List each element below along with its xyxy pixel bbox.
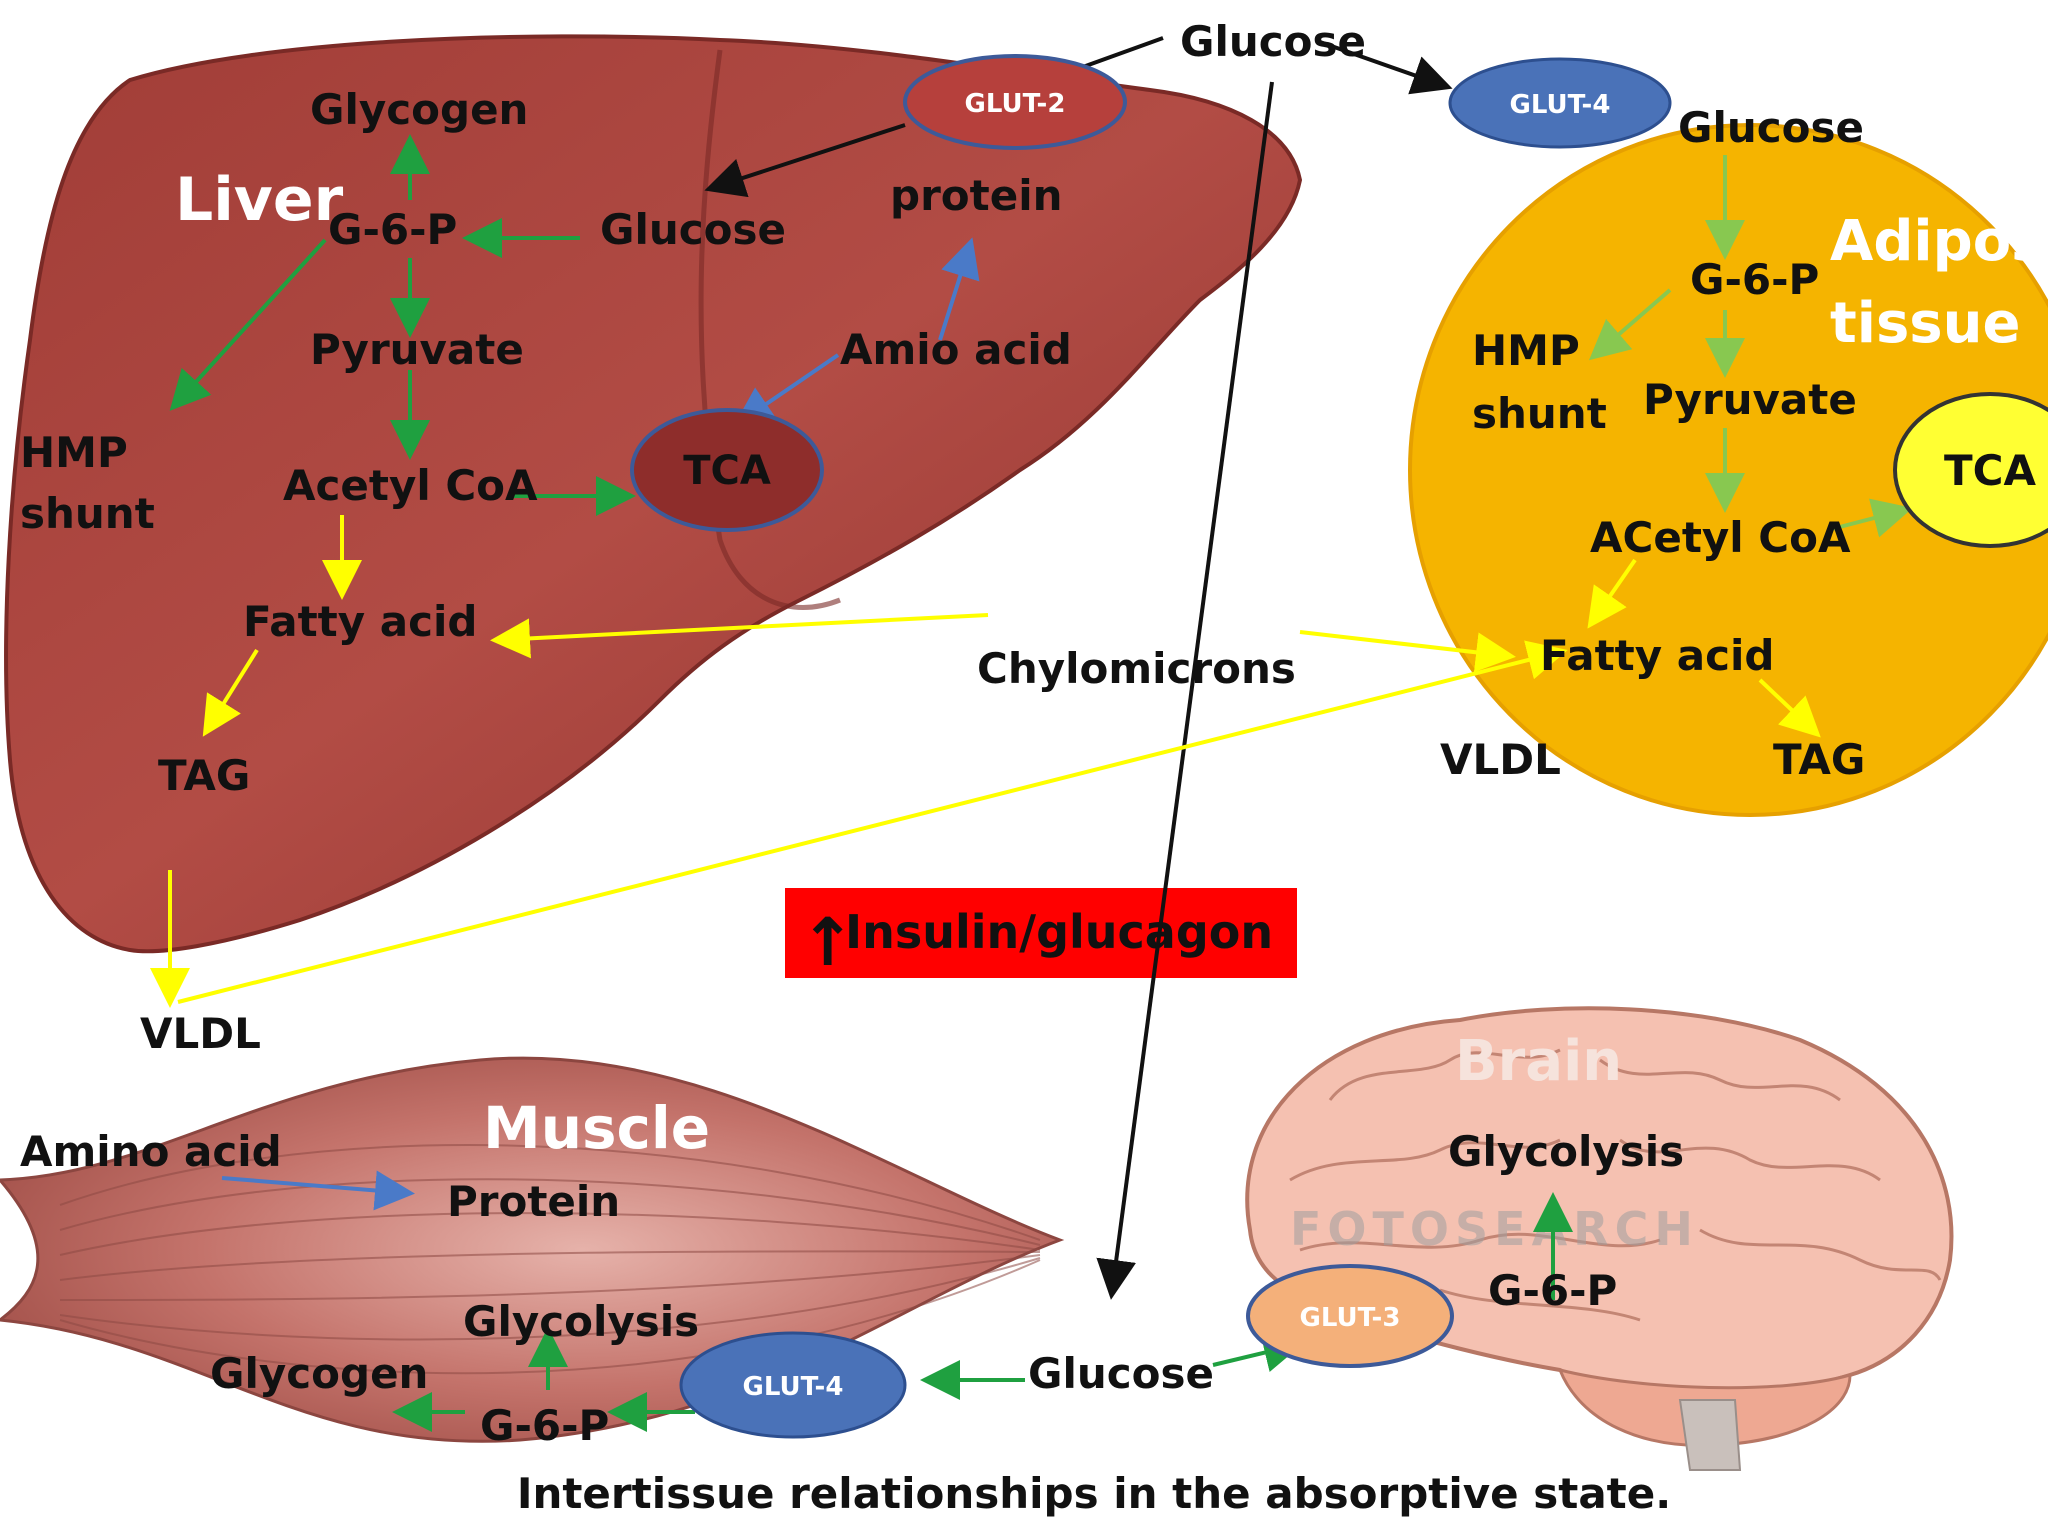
liver-title: Liver (175, 165, 344, 235)
liver-tca-cycle: TCA (630, 408, 824, 532)
adipose-tag: TAG (1773, 735, 1865, 784)
glut-3-transporter: GLUT-3 (1246, 1264, 1454, 1368)
muscle-amino-acid: Amino acid (20, 1127, 282, 1176)
insulin-glucagon-banner: ↑ Insulin/glucagon (785, 888, 1297, 981)
muscle-title: Muscle (483, 1094, 710, 1162)
glut-2-label: GLUT-2 (965, 89, 1066, 119)
glut-4-adipose-label: GLUT-4 (1510, 90, 1611, 120)
liver-hmp-line1: HMP (20, 428, 128, 477)
adipose-hmp-line2: shunt (1472, 389, 1607, 438)
glut-3-label: GLUT-3 (1300, 1303, 1401, 1333)
top-glucose-label: Glucose (1180, 17, 1366, 66)
insulin-up-arrow: ↑ (800, 904, 855, 981)
muscle-glycolysis: Glycolysis (463, 1297, 699, 1346)
liver-vldl: VLDL (140, 1009, 261, 1058)
adipose-glucose: Glucose (1678, 103, 1864, 152)
glucose-flow-arrows (704, 36, 1453, 1300)
liver-tag: TAG (158, 751, 250, 800)
brain-glycolysis: Glycolysis (1448, 1127, 1684, 1176)
brain-watermark: FOTOSEARCH (1290, 1202, 1699, 1256)
liver-protein: protein (890, 171, 1063, 220)
figure-caption: Intertissue relationships in the absorpt… (517, 1469, 1671, 1518)
adipose-acetyl-coa: ACetyl CoA (1590, 513, 1851, 562)
adipose-title-line2: tissue (1830, 291, 2020, 356)
liver-pyruvate: Pyruvate (310, 325, 524, 374)
green-flow-arrows (169, 134, 1573, 1432)
glut-4-muscle-label: GLUT-4 (743, 1372, 844, 1402)
chylomicrons-label: Chylomicrons (977, 644, 1296, 693)
liver-glucose: Glucose (600, 205, 786, 254)
yellow-flow-arrows (150, 515, 1821, 1008)
muscle-glycogen: Glycogen (210, 1349, 428, 1398)
adipose-flow-arrows (1588, 155, 1913, 538)
adipose-pyruvate: Pyruvate (1643, 375, 1857, 424)
muscle-protein: Protein (447, 1177, 620, 1226)
muscle-glucose: Glucose (1028, 1349, 1214, 1398)
adipose-tca-label: TCA (1944, 446, 2036, 495)
brain-title: Brain (1455, 1029, 1622, 1094)
insulin-glucagon-label: Insulin/glucagon (845, 905, 1273, 959)
liver-hmp-line2: shunt (20, 489, 155, 538)
adipose-hmp-line1: HMP (1472, 326, 1580, 375)
adipose-fatty-acid: Fatty acid (1540, 631, 1774, 680)
liver-acetyl-coa: Acetyl CoA (283, 461, 538, 510)
muscle-g6p: G-6-P (480, 1401, 609, 1450)
adipose-tissue (1408, 123, 2048, 817)
adipose-vldl: VLDL (1440, 735, 1561, 784)
liver-tca-label: TCA (683, 448, 771, 494)
brain-g6p: G-6-P (1488, 1266, 1617, 1315)
adipose-title-line1: Adipose (1830, 209, 2048, 274)
glut-4-muscle-transporter: GLUT-4 (679, 1331, 907, 1439)
liver-g6p: G-6-P (328, 205, 457, 254)
adipose-tca-cycle: TCA (1893, 392, 2048, 548)
glut-2-transporter: GLUT-2 (903, 54, 1127, 150)
glut-4-adipose-transporter: GLUT-4 (1448, 57, 1672, 149)
liver-glycogen: Glycogen (310, 85, 528, 134)
liver-fatty-acid: Fatty acid (243, 597, 477, 646)
adipose-g6p: G-6-P (1690, 255, 1819, 304)
liver-amino-acid: Amio acid (840, 325, 1072, 374)
